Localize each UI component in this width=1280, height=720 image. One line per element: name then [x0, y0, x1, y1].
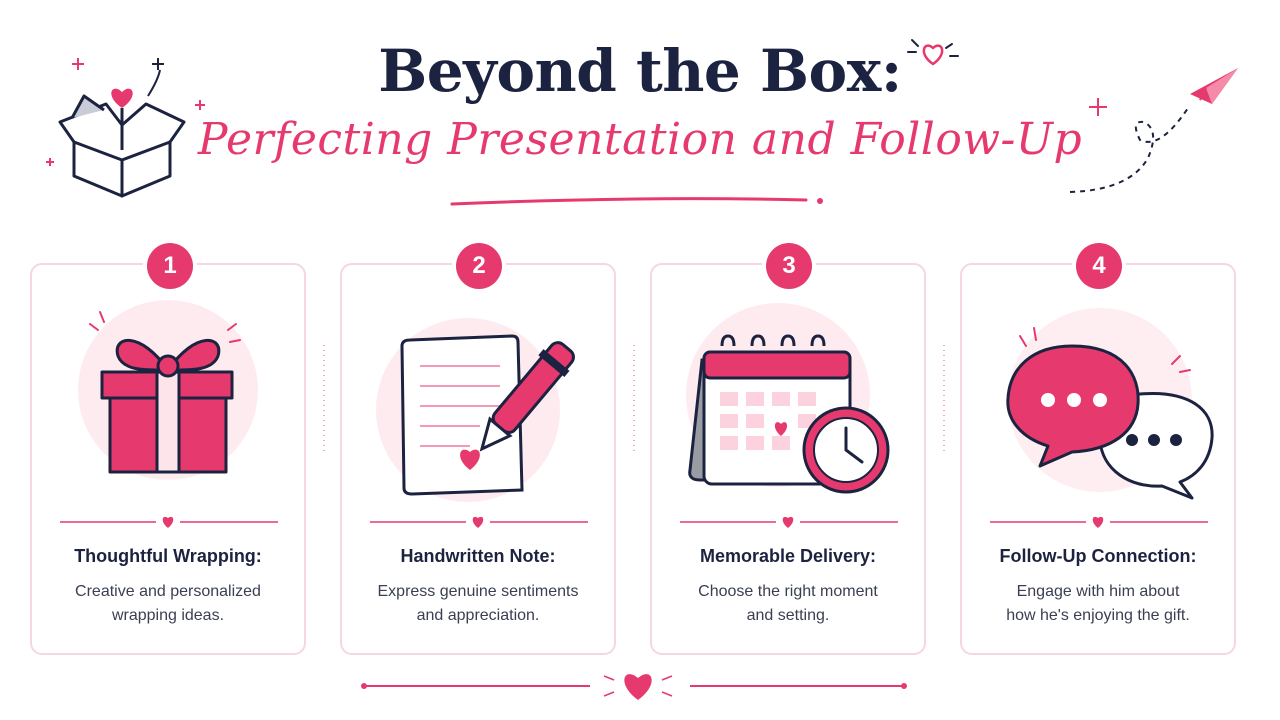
- bottom-divider: [361, 674, 907, 700]
- step-desc-4-line-1: Engage with him about: [1016, 583, 1180, 600]
- step-title-4: Follow-Up Connection:: [999, 546, 1197, 566]
- speech-bubbles-icon: [1006, 344, 1214, 500]
- step-number-2: 2: [456, 243, 502, 289]
- card-dividers: [60, 516, 1208, 528]
- step-number-4: 4: [1076, 243, 1122, 289]
- box-heart-icon: [111, 88, 133, 108]
- calendar-clock-icon: [688, 334, 890, 494]
- step-desc-1: Creative and personalized wrapping ideas…: [30, 580, 306, 628]
- paper-plane-icon: [1069, 68, 1238, 193]
- step-desc-1-line-2: wrapping ideas.: [111, 607, 225, 624]
- open-box-icon: [58, 94, 186, 198]
- step-desc-2-line-2: and appreciation.: [416, 607, 540, 624]
- step-title-3: Memorable Delivery:: [699, 546, 877, 566]
- step-number-3: 3: [766, 243, 812, 289]
- step-title-1: Thoughtful Wrapping:: [74, 546, 262, 566]
- title-heart-icon: [922, 44, 944, 66]
- step-desc-2-line-1: Express genuine sentiments: [377, 583, 579, 600]
- step-desc-3-line-1: Choose the right moment: [698, 583, 878, 600]
- step-desc-4-line-2: how he's enjoying the gift.: [1006, 607, 1190, 624]
- page-subtitle: Perfecting Presentation and Follow-Up: [197, 114, 1083, 165]
- step-desc-2: Express genuine sentiments and appreciat…: [340, 580, 616, 628]
- step-desc-3-line-2: and setting.: [746, 607, 830, 624]
- step-desc-1-line-1: Creative and personalized: [75, 583, 261, 600]
- page-title: Beyond the Box:: [378, 37, 902, 105]
- step-desc-3: Choose the right moment and setting.: [650, 580, 926, 628]
- step-desc-4: Engage with him about how he's enjoying …: [960, 580, 1236, 628]
- step-title-2: Handwritten Note:: [400, 546, 556, 566]
- note-pen-icon: [400, 334, 575, 496]
- gift-box-icon: [100, 339, 234, 474]
- step-number-1: 1: [147, 243, 193, 289]
